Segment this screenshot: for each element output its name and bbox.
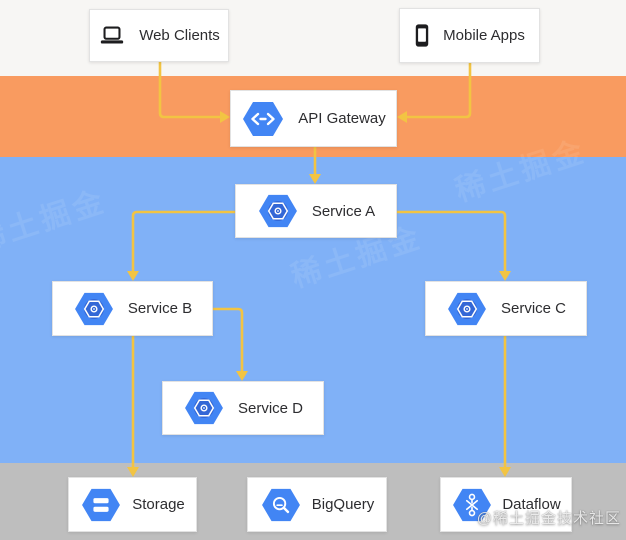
edge-mobileapps-apigateway — [407, 63, 472, 119]
node-label: Mobile Apps — [443, 27, 525, 44]
arrowhead-down-icon — [499, 467, 511, 477]
node-web-clients: Web Clients — [89, 9, 229, 62]
node-label: Storage — [132, 496, 185, 513]
node-api-gateway: API Gateway — [230, 90, 397, 147]
node-label: API Gateway — [298, 110, 386, 127]
node-storage: Storage — [68, 477, 197, 532]
node-label: Dataflow — [502, 496, 561, 513]
arrowhead-down-icon — [127, 271, 139, 281]
bigquery-hexagon-icon — [260, 487, 302, 523]
edge-servicea-serviceb — [131, 210, 235, 271]
api-gateway-hexagon-icon — [241, 100, 285, 138]
node-service-d: Service D — [162, 381, 324, 435]
node-service-a: Service A — [235, 184, 397, 238]
node-label: Service D — [237, 399, 304, 417]
node-service-c: Service C — [425, 281, 587, 336]
arrowhead-right-icon — [220, 111, 230, 123]
arrowhead-down-icon — [499, 271, 511, 281]
edge-servicea-servicec — [397, 210, 507, 271]
watermark-text: @稀土掘金技术社区 — [476, 510, 621, 527]
kubernetes-service-hexagon-icon — [183, 390, 225, 426]
node-service-b: Service B — [52, 281, 213, 336]
kubernetes-service-hexagon-icon — [446, 291, 488, 327]
node-bigquery: BigQuery — [247, 477, 387, 532]
edge-serviceb-serviced — [213, 307, 244, 371]
kubernetes-service-hexagon-icon — [257, 193, 299, 229]
node-label: Service C — [500, 300, 567, 317]
edge-webclients-apigateway — [158, 62, 220, 119]
kubernetes-service-hexagon-icon — [73, 291, 115, 327]
node-label: Service A — [311, 202, 376, 220]
dataflow-hexagon-icon — [451, 487, 493, 523]
arrowhead-down-icon — [236, 371, 248, 381]
node-label: BigQuery — [311, 496, 375, 513]
arrowhead-left-icon — [397, 111, 407, 123]
node-mobile-apps: Mobile Apps — [399, 8, 540, 63]
node-dataflow: Dataflow — [440, 477, 572, 532]
cloud-storage-hexagon-icon — [80, 487, 122, 523]
arrowhead-down-icon — [309, 174, 321, 184]
laptop-icon — [98, 24, 126, 47]
smartphone-icon — [414, 23, 430, 48]
node-label: Service B — [127, 300, 193, 317]
arrowhead-down-icon — [127, 467, 139, 477]
node-label: Web Clients — [139, 27, 220, 44]
